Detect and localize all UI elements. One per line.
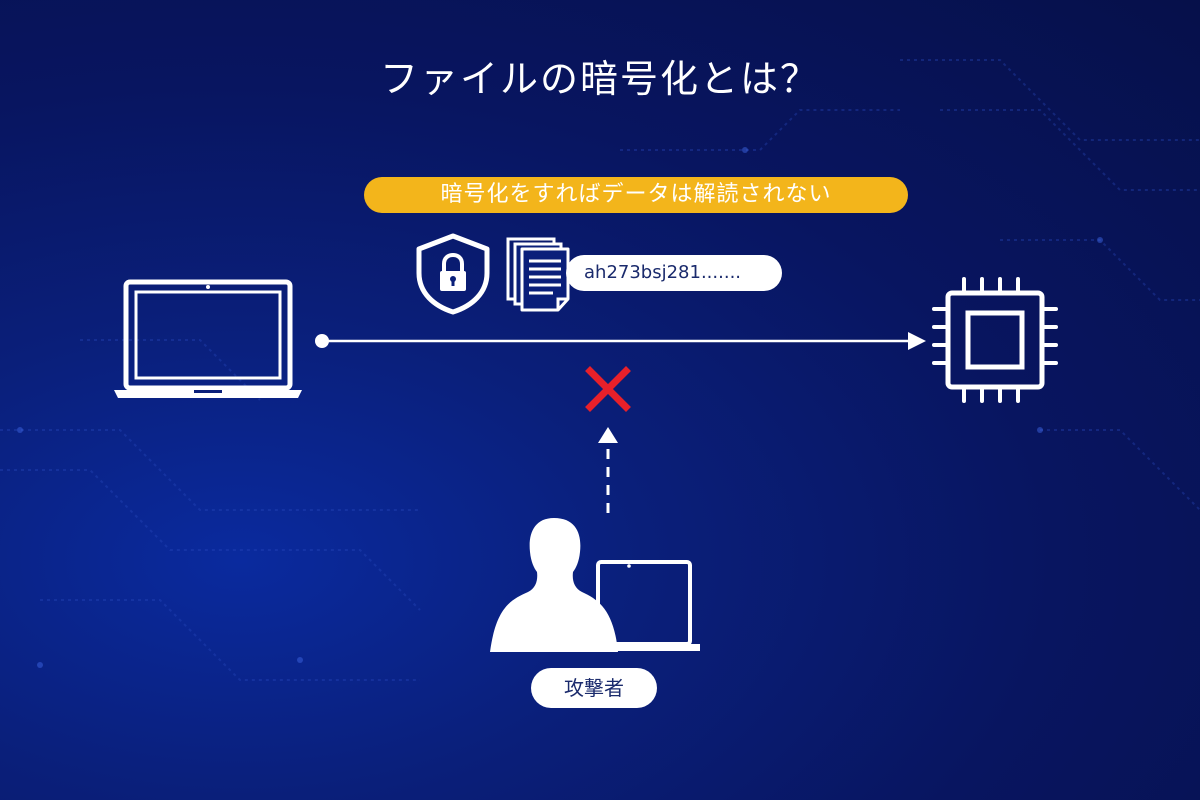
documents-icon (506, 237, 570, 312)
attacker-label: 攻撃者 (531, 668, 657, 708)
attack-attempt-arrow (598, 427, 618, 515)
chip-icon (932, 277, 1058, 403)
cipher-text-pill: ah273bsj281....... (566, 255, 782, 291)
cross-icon (585, 366, 631, 412)
page-title: ファイルの暗号化とは？ (379, 57, 820, 101)
transmission-arrow (315, 332, 926, 350)
encryption-banner: 暗号化をすればデータは解読されない (364, 177, 908, 213)
laptop-icon (114, 279, 302, 398)
attacker-icon (490, 518, 700, 652)
shield-lock-icon (416, 233, 490, 315)
